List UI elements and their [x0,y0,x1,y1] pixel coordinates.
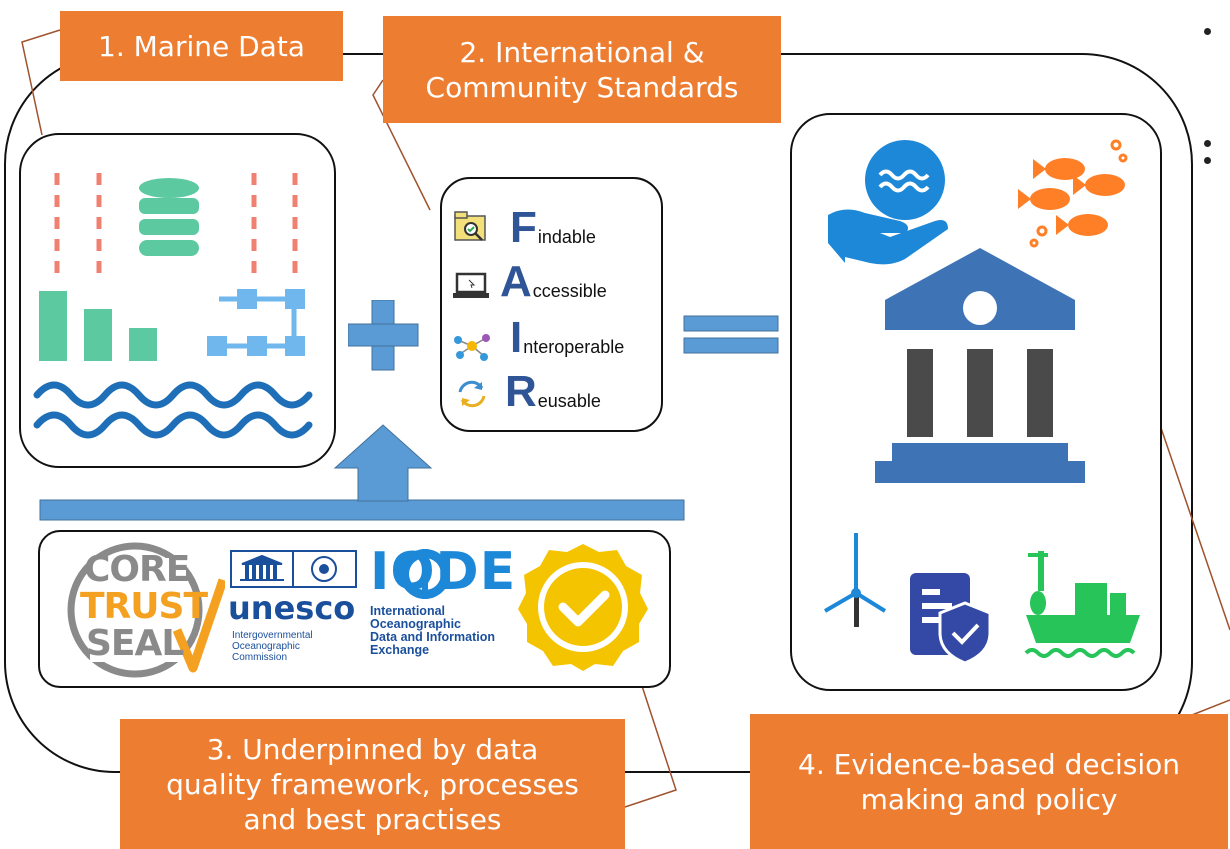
marine-data-illustration [33,173,313,439]
callout-text-line: 3. Underpinned by data [206,732,539,766]
connector-line-5 [1191,699,1230,716]
laptop-icon [453,272,489,298]
iode-emblem [400,549,450,599]
unesco-subtitle: Intergovernmental Oceanographic Commissi… [232,630,313,663]
fish-icon [1018,139,1128,248]
network-nodes-icon [454,334,490,361]
fair-word: indable [537,227,596,247]
fair-word: nteroperable [523,337,625,357]
callout-quality-framework: 3. Underpinned by data quality framework… [120,719,625,849]
fair-row-accessible: A ccessible [500,257,607,306]
bullet-dot [1204,140,1211,147]
callout-text-line: Community Standards [425,70,739,104]
iode-sub-line: Oceanographic [370,617,461,631]
plus-icon [348,300,419,371]
iode-sub-line: International [370,604,446,618]
callout-marine-data: 1. Marine Data [60,11,343,81]
wind-turbine-icon [823,533,887,627]
unesco-sub-line: Commission [232,652,288,663]
recycle-arrows-icon [458,380,486,408]
ocean-in-hand-icon [828,140,948,265]
fishing-vessel-icon [1024,551,1140,658]
bar-chart-icon [39,291,157,361]
callout-text-line: 2. International & [459,35,705,69]
policy-shield-icon [910,573,992,665]
fair-letter: I [510,313,523,362]
fair-letter: A [500,257,532,306]
coretrustseal-logo [67,542,225,678]
callout-text-line: quality framework, processes [166,767,579,801]
fair-word: eusable [537,391,601,411]
fair-word: ccessible [532,281,607,301]
fair-row-interoperable: I nteroperable [510,313,625,362]
fair-letter: F [510,203,537,252]
iode-sub-line: Exchange [370,643,430,657]
callout-text: 1. Marine Data [98,29,305,63]
connector-line-1 [21,29,61,136]
fair-row-findable: F indable [510,203,596,252]
coretrust-seal-text: SEAL [86,623,184,664]
unesco-emblem [230,550,357,588]
callout-text-line: 4. Evidence-based decision [798,747,1180,781]
iode-name: IODE [370,542,517,602]
flowchart-icon [207,289,305,356]
callout-standards: 2. International & Community Standards [383,16,781,123]
callout-evidence-based: 4. Evidence-based decision making and po… [750,714,1228,849]
fair-letter: R [505,367,537,416]
unesco-sub-line: Oceanographic [232,641,300,652]
fair-row-reusable: R eusable [505,367,601,416]
outcomes-illustration [823,139,1140,665]
bullet-dot [1204,157,1211,164]
iode-sub-line: Data and Information [370,630,496,644]
data-stream-lines [54,173,298,273]
quality-badge-icon [518,544,648,671]
equals-icon [683,315,779,354]
up-arrow-icon [39,424,685,521]
government-building-icon [875,248,1085,483]
callout-text-line: making and policy [860,782,1118,816]
connector-line-2 [372,79,431,211]
connector-line-3 [624,685,677,808]
unesco-sub-line: Intergovernmental [232,630,313,641]
callout-text-line: and best practises [243,802,502,836]
unesco-name: unesco [228,589,356,627]
database-icon [139,178,199,256]
waves-icon [33,381,313,439]
coretrust-core-text: CORE [84,549,190,590]
connector-line-4 [1159,424,1230,631]
coretrust-trust-text: TRUST [80,586,208,627]
bullet-dot [1204,28,1211,35]
iode-subtitle: International Oceanographic Data and Inf… [370,605,495,657]
folder-search-icon [454,211,486,241]
